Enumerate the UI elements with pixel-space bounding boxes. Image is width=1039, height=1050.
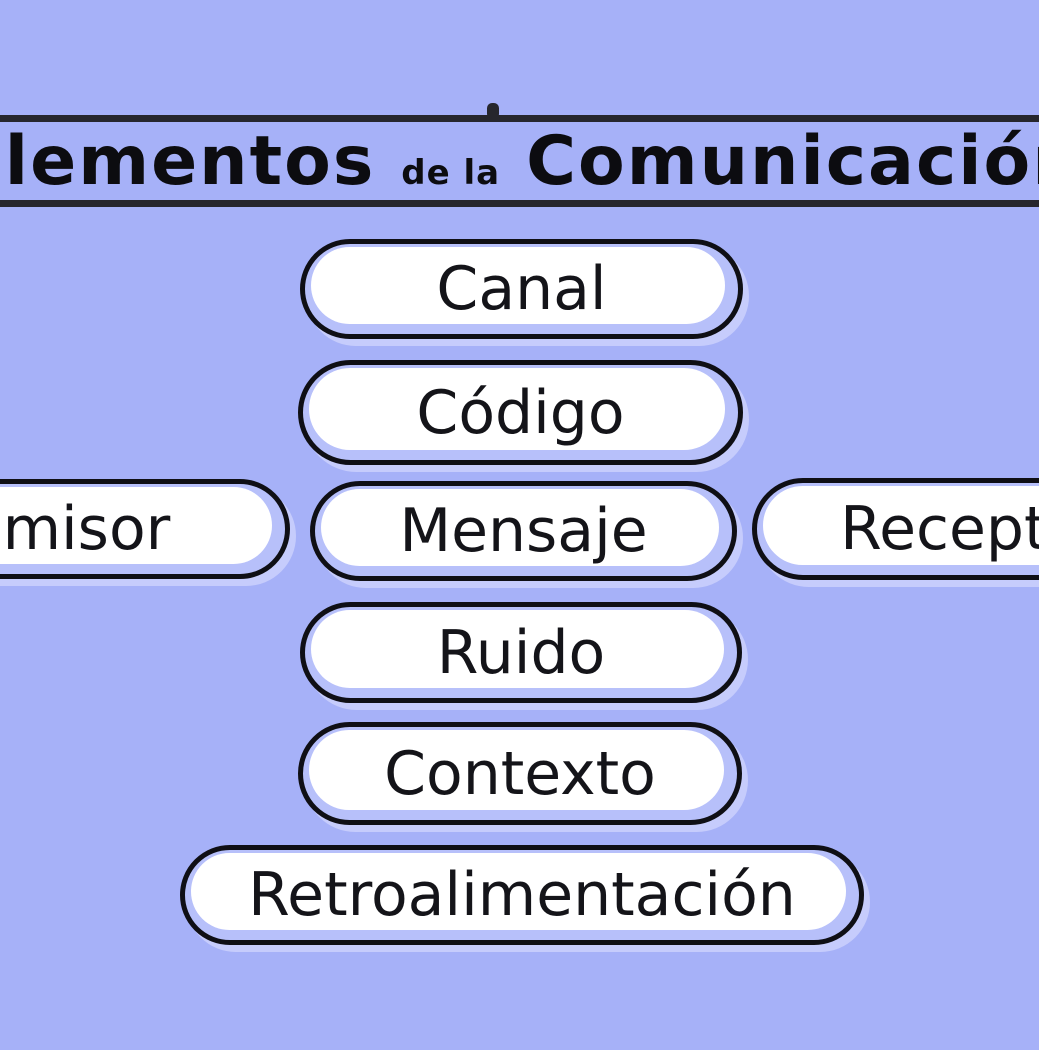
title-bar: Elementos de la Comunicación [0, 115, 1039, 207]
chip-retroalimentacion-fill [191, 853, 846, 930]
chip-codigo-fill [309, 368, 725, 450]
chip-receptor-label: Receptor [840, 494, 1039, 564]
chip-canal-label: Canal [436, 254, 607, 324]
chip-mensaje-fill [321, 489, 719, 566]
chip-ruido-fill [311, 610, 724, 688]
chip-receptor-fill [763, 486, 1039, 565]
chip-contexto-fill [309, 730, 724, 810]
chip-codigo-label: Código [416, 377, 625, 448]
chip-retroalimentacion[interactable]: Retroalimentación [180, 845, 864, 945]
chip-mensaje[interactable]: Mensaje [310, 481, 737, 581]
chip-retroalimentacion-label: Retroalimentación [248, 860, 796, 930]
title-word-elementos: Elementos [0, 122, 376, 201]
chip-emisor-fill [0, 487, 272, 564]
chip-contexto[interactable]: Contexto [298, 722, 742, 825]
chip-emisor[interactable]: Emisor [0, 479, 290, 579]
chip-emisor-label: Emisor [0, 494, 171, 564]
chip-receptor[interactable]: Receptor [752, 478, 1039, 580]
chip-contexto-label: Contexto [384, 738, 656, 809]
chip-canal-fill [311, 247, 725, 324]
chip-canal[interactable]: Canal [300, 239, 743, 339]
chip-ruido[interactable]: Ruido [300, 602, 742, 703]
title-word-comunicacion: Comunicación [526, 122, 1039, 201]
title-word-de-la: de la [401, 153, 501, 193]
chip-codigo[interactable]: Código [298, 360, 743, 465]
chip-mensaje-label: Mensaje [399, 496, 648, 566]
chip-ruido-label: Ruido [436, 617, 606, 688]
